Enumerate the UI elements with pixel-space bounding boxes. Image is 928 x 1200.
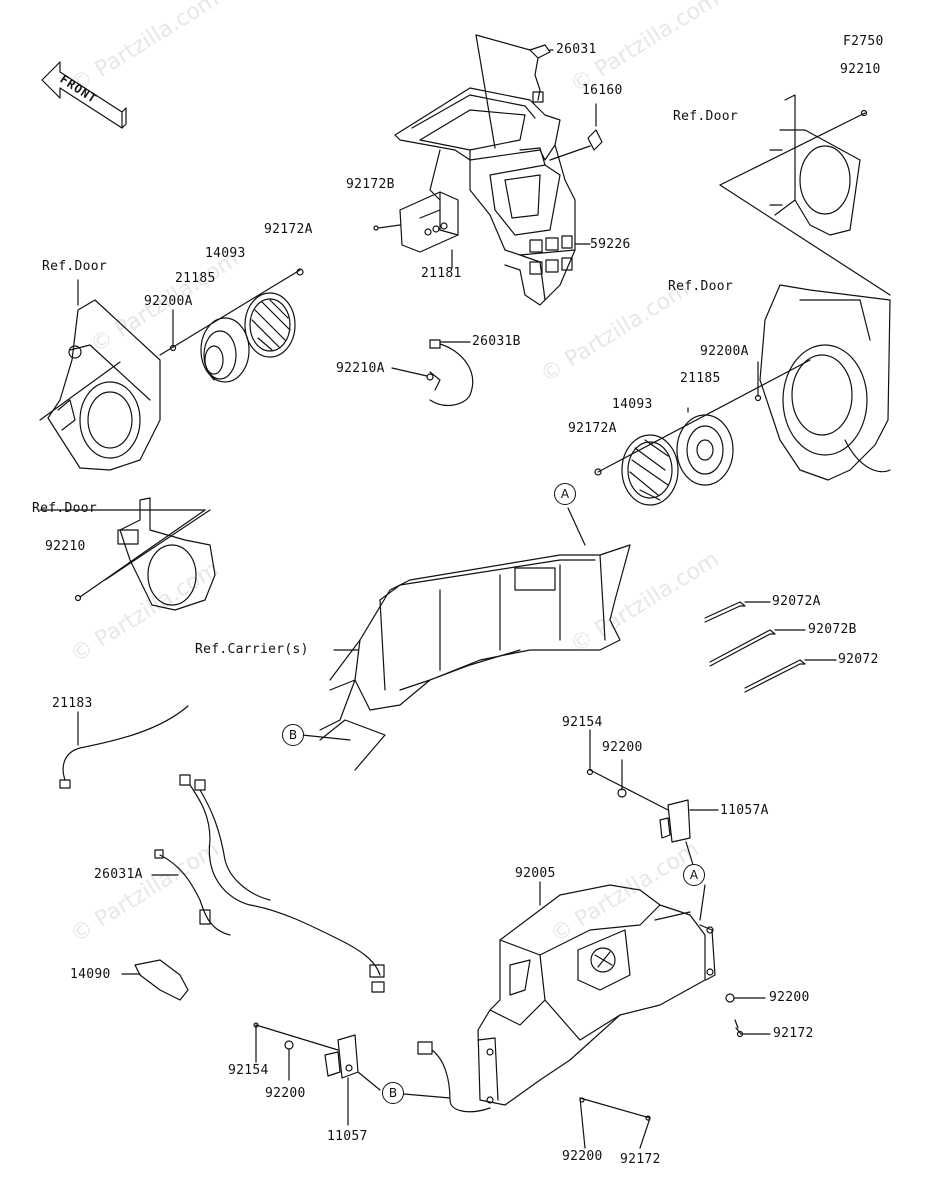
part-label: 92210A: [336, 361, 385, 376]
harness-26031b: [429, 339, 474, 407]
ref-door-label: Ref.Door: [668, 279, 734, 294]
radio-21181: [399, 191, 459, 253]
enclosure-92005: [477, 884, 716, 1106]
part-label: 21183: [52, 696, 93, 711]
part-label: 21185: [175, 271, 216, 286]
part-label: 92005: [515, 866, 556, 881]
part-label: 92200A: [700, 344, 749, 359]
part-label: 26031: [556, 42, 597, 57]
part-label: 92210: [45, 539, 86, 554]
part-label: 92172: [620, 1152, 661, 1167]
carrier-frame: [319, 544, 631, 771]
part-label: 26031A: [94, 867, 143, 882]
part-label: 11057A: [720, 803, 769, 818]
part-label: 92172: [773, 1026, 814, 1041]
bracket-11057a: [659, 799, 691, 843]
part-label: 92154: [228, 1063, 269, 1078]
part-label: 14093: [612, 397, 653, 412]
part-14090: [134, 959, 189, 1001]
part-label: 92072A: [772, 594, 821, 609]
cable-ties: [704, 601, 806, 693]
callout-b: B: [282, 724, 304, 746]
part-label: 14093: [205, 246, 246, 261]
part-label: 92172A: [568, 421, 617, 436]
part-label: 26031B: [472, 334, 521, 349]
left-speaker-21185: [200, 317, 250, 383]
part-label: 92200: [562, 1149, 603, 1164]
ref-door-label: Ref.Door: [42, 259, 108, 274]
right-speaker-21185: [676, 414, 734, 486]
callout-a: A: [683, 864, 705, 886]
part-label: 92200: [602, 740, 643, 755]
ref-door-label: Ref.Door: [32, 501, 98, 516]
part-label: 92072B: [808, 622, 857, 637]
part-label: 92154: [562, 715, 603, 730]
callout-a: A: [554, 483, 576, 505]
right-door-panel: [759, 284, 891, 481]
part-label: 21185: [680, 371, 721, 386]
part-label: 92072: [838, 652, 879, 667]
ref-door-label: Ref.Door: [673, 109, 739, 124]
right-door-bracket: [769, 94, 861, 236]
left-door-panel: [47, 299, 161, 471]
part-label: 21181: [421, 266, 462, 281]
front-indicator: FRONT: [40, 60, 130, 120]
right-grille-14093: [621, 434, 679, 506]
part-label: 11057: [327, 1129, 368, 1144]
part-label: 92210: [840, 62, 881, 77]
part-label: 59226: [590, 237, 631, 252]
enclosure-harness: [417, 1041, 491, 1113]
part-16160: [587, 129, 603, 151]
part-label: 92200: [769, 990, 810, 1005]
part-label: 92200A: [144, 294, 193, 309]
callout-b: B: [382, 1082, 404, 1104]
figure-code: F2750: [843, 34, 884, 49]
part-label: 92172A: [264, 222, 313, 237]
part-label: 92172B: [346, 177, 395, 192]
front-arrow-icon: [41, 61, 127, 129]
bracket-11057: [324, 1034, 359, 1079]
connector-26031: [529, 44, 551, 103]
part-label: 14090: [70, 967, 111, 982]
left-speaker-bracket: [117, 497, 216, 611]
antenna-21183: [59, 705, 189, 789]
dash-panel: [394, 87, 576, 306]
left-grille-14093: [244, 292, 296, 358]
ref-carrier-label: Ref.Carrier(s): [195, 642, 309, 657]
part-label: 16160: [582, 83, 623, 98]
main-harness-26031a: [154, 774, 385, 993]
part-label: 92200: [265, 1086, 306, 1101]
front-label: FRONT: [57, 71, 100, 107]
